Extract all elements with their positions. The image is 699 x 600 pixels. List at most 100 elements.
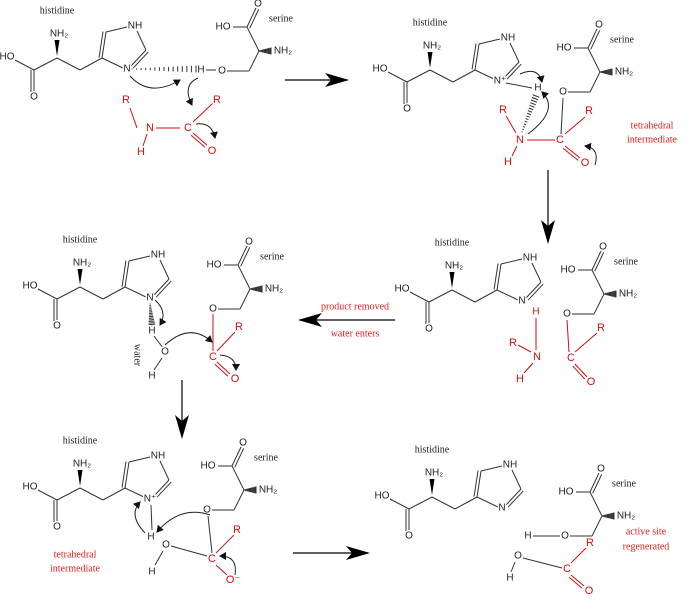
- carbonyl-o-label: O: [585, 585, 594, 597]
- bond: [128, 456, 151, 463]
- bond: [105, 26, 128, 33]
- carbonyl-bond: [234, 448, 245, 468]
- hydroxyl-label: HO: [557, 43, 572, 54]
- carbonyl-o-label: O: [599, 242, 607, 253]
- carbonyl-bond: [591, 250, 602, 271]
- bond: [409, 291, 430, 303]
- bond: [505, 115, 517, 134]
- ring-bond: [155, 280, 172, 298]
- bond: [159, 460, 170, 481]
- hydroxyl-label: HO: [23, 281, 38, 292]
- bond: [593, 293, 605, 315]
- ring-bond: [527, 283, 544, 301]
- amine-label: NH₂: [619, 289, 637, 300]
- histidine-label: histidine: [63, 235, 98, 246]
- bond: [215, 564, 228, 576]
- active-site-label: active site: [626, 527, 667, 538]
- hydroxyl-h-label: H: [148, 567, 155, 578]
- electron-arrow: [219, 552, 236, 576]
- r-group-label: R: [213, 94, 221, 106]
- carbonyl-bond: [237, 245, 248, 266]
- r-group-label: R: [597, 322, 605, 334]
- bond: [237, 264, 251, 290]
- electron-arrow: [154, 299, 167, 326]
- bond: [428, 289, 453, 303]
- ring-bond: [121, 461, 127, 488]
- intermediate-label: intermediate: [50, 564, 101, 575]
- water-enters-label: water enters: [331, 329, 380, 340]
- carbonyl-o-label: O: [581, 157, 590, 169]
- amine-label: NH₂: [617, 511, 635, 522]
- histidine-label: histidine: [413, 18, 448, 29]
- bond: [496, 289, 519, 301]
- ester-o-label: O: [209, 304, 217, 315]
- electron-arrow: [129, 75, 181, 89]
- bond: [509, 42, 520, 63]
- bond: [476, 496, 499, 508]
- bond: [102, 487, 126, 501]
- electron-arrow: [156, 511, 211, 533]
- ring-n3-label: N: [123, 64, 130, 75]
- carbonyl-o-label: O: [595, 20, 603, 31]
- carbonyl-c-label: C: [209, 351, 217, 363]
- electron-arrow: [185, 77, 199, 106]
- hydroxyl-label: HO: [201, 461, 216, 472]
- amine-label: NH₂: [423, 41, 441, 52]
- electron-arrow: [219, 354, 240, 371]
- ring-bond: [493, 263, 499, 290]
- amine-h-label: H: [532, 307, 539, 318]
- serine-label: serine: [610, 35, 634, 46]
- amide-h-label: H: [504, 156, 512, 168]
- bond: [570, 547, 587, 564]
- bond: [14, 59, 35, 71]
- ring-bond: [155, 481, 172, 499]
- bond: [128, 255, 151, 262]
- bond: [387, 71, 408, 83]
- electron-arrow: [519, 70, 545, 83]
- serine-label: serine: [260, 252, 284, 263]
- carbonyl-bond: [568, 576, 583, 589]
- bond: [37, 288, 58, 300]
- ring-bond: [496, 263, 502, 291]
- bond: [215, 534, 235, 554]
- ring-n3-label: N⁺: [494, 76, 507, 87]
- carbonyl-c-label: C: [556, 134, 564, 146]
- hashed-bond: [249, 285, 263, 293]
- ring-bond: [507, 490, 524, 508]
- carbonyl-bond: [190, 134, 206, 148]
- tetrahedral-label: tetrahedral: [631, 121, 674, 132]
- bond: [79, 286, 104, 300]
- ring-bond: [476, 470, 482, 498]
- bond: [589, 491, 603, 517]
- bond: [511, 145, 518, 157]
- amine-label: NH₂: [50, 29, 68, 40]
- carbonyl-o-label: O: [405, 531, 413, 542]
- carbonyl-c-label: C: [184, 122, 192, 134]
- proton-label: H: [147, 532, 154, 543]
- carbonyl-bond: [249, 9, 260, 29]
- carbonyl-o-label: O: [425, 324, 433, 335]
- ring-n3-label: N: [146, 293, 153, 304]
- hydroxyl-label: HO: [23, 482, 38, 493]
- ring-nh-label: NH: [151, 451, 165, 462]
- bond: [454, 496, 478, 510]
- amine-label: NH₂: [425, 468, 443, 479]
- ring-n3-label: N: [518, 296, 525, 307]
- hydroxyl-label: HO: [207, 260, 222, 271]
- wedge-bond: [77, 470, 83, 486]
- wedge-bond: [77, 269, 83, 285]
- amine-label: NH₂: [73, 258, 91, 269]
- amine-h-label: H: [516, 373, 524, 385]
- bond: [231, 465, 245, 491]
- carbonyl-o-label: O: [587, 376, 596, 388]
- wedge-bond: [429, 479, 435, 495]
- amide-n-label: N: [146, 122, 154, 134]
- bond: [79, 487, 104, 501]
- electron-arrow: [527, 91, 550, 135]
- carbonyl-o-label: O: [254, 0, 262, 10]
- ring-n3-label: N⁺: [144, 494, 157, 505]
- ring-bond: [153, 479, 170, 497]
- ring-bond: [101, 31, 107, 59]
- electron-arrow: [584, 142, 597, 166]
- hydroxyl-o-label: O: [162, 540, 170, 551]
